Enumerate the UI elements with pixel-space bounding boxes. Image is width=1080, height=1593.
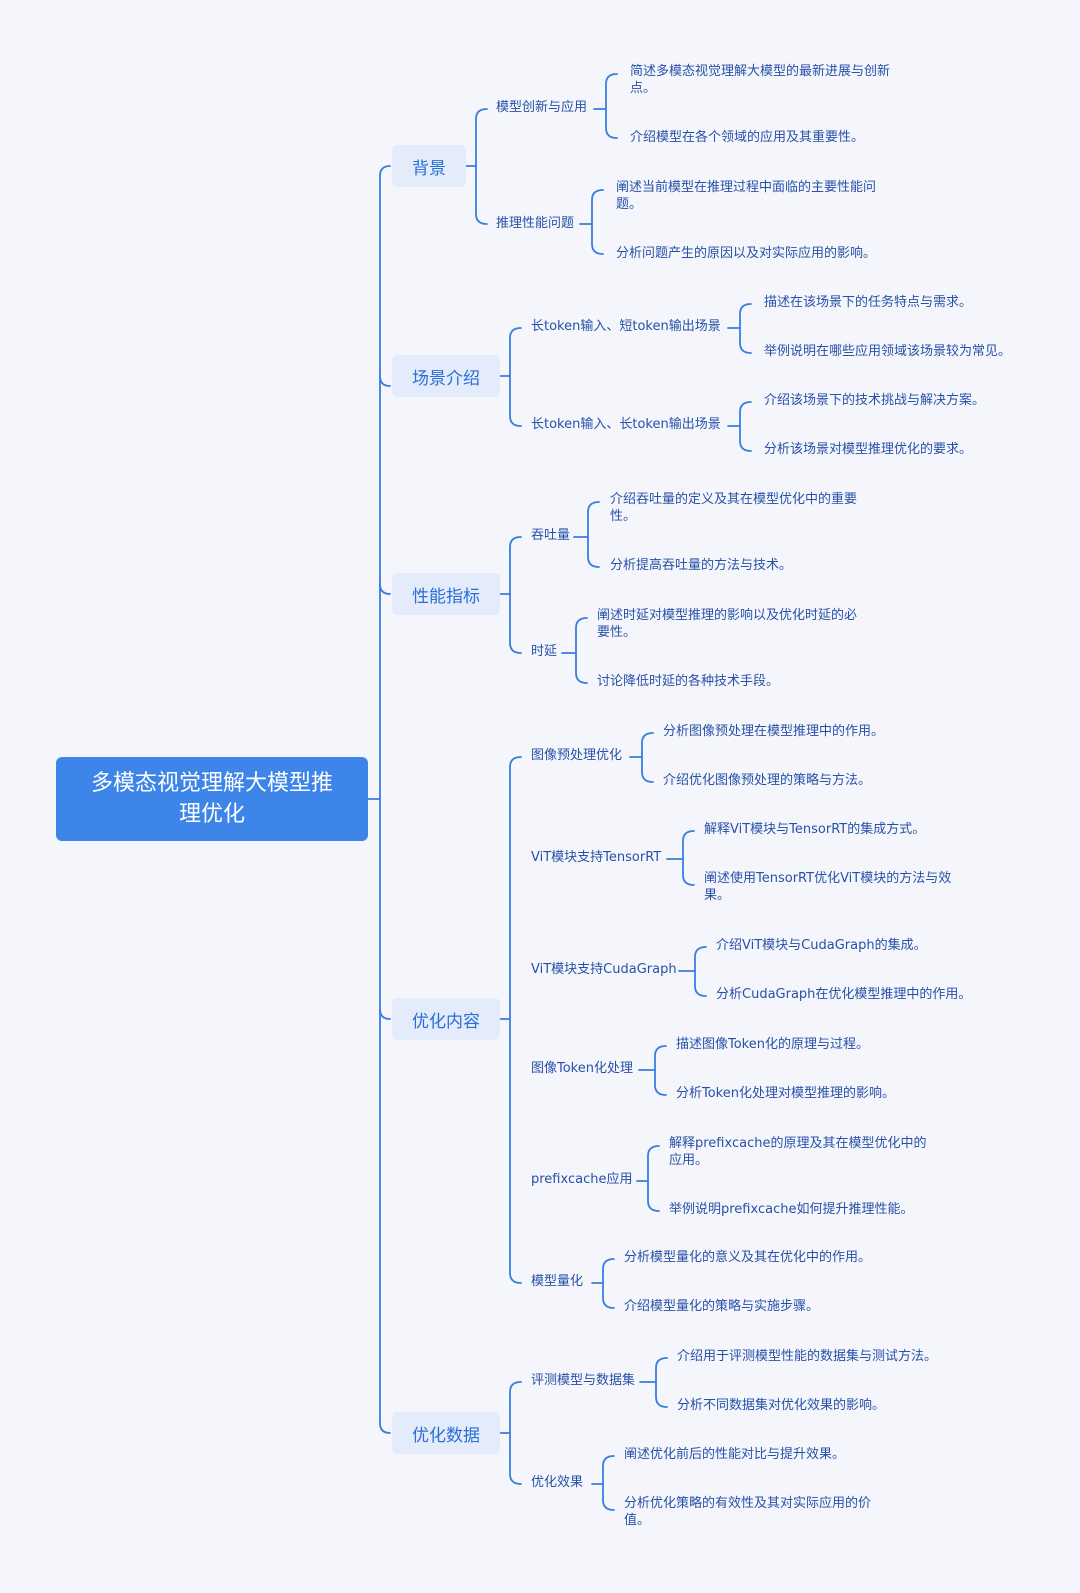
connector (379, 1008, 391, 1020)
point: 讨论降低时延的各种技术手段。 (597, 674, 780, 689)
connector (591, 189, 604, 255)
topic-image-preprocess[interactable]: 图像预处理优化 (531, 748, 623, 763)
root-title: 多模态视觉理解大模型推理优化 (90, 771, 333, 827)
point: 分析CudaGraph在优化模型推理中的作用。 (716, 987, 972, 1002)
root-node[interactable]: 多模态视觉理解大模型推理优化 (56, 757, 368, 841)
point: 分析不同数据集对优化效果的影响。 (677, 1398, 886, 1413)
point: 分析提高吞吐量的方法与技术。 (610, 558, 793, 573)
section-metrics[interactable]: 性能指标 (392, 573, 500, 615)
section-background[interactable]: 背景 (392, 145, 466, 187)
section-optimization[interactable]: 优化内容 (392, 998, 500, 1040)
topic-vit-tensorrt[interactable]: ViT模块支持TensorRT (531, 850, 662, 865)
connector (509, 536, 522, 654)
point: 阐述时延对模型推理的影响以及优化时延的必要性。 (597, 608, 858, 640)
connector (509, 327, 522, 427)
connector (694, 946, 707, 997)
connector (654, 1045, 667, 1096)
point: 解释ViT模块与TensorRT的集成方式。 (704, 822, 926, 837)
point: 分析模型量化的意义及其在优化中的作用。 (624, 1250, 872, 1265)
connector (379, 583, 391, 595)
point: 分析Token化处理对模型推理的影响。 (676, 1086, 895, 1101)
point: 阐述优化前后的性能对比与提升效果。 (624, 1447, 846, 1462)
point: 描述在该场景下的任务特点与需求。 (764, 295, 973, 310)
topic-long-short-scenario[interactable]: 长token输入、短token输出场景 (531, 319, 721, 334)
point: 分析问题产生的原因以及对实际应用的影响。 (616, 246, 877, 261)
point: 分析图像预处理在模型推理中的作用。 (663, 724, 885, 739)
connector (509, 756, 522, 1284)
point: 举例说明prefixcache如何提升推理性能。 (669, 1202, 914, 1217)
point: 分析优化策略的有效性及其对实际应用的价值。 (624, 1496, 872, 1528)
connector (475, 108, 488, 225)
point: 介绍模型量化的策略与实施步骤。 (624, 1299, 820, 1314)
point: 介绍模型在各个领域的应用及其重要性。 (630, 130, 865, 145)
topic-eval-dataset[interactable]: 评测模型与数据集 (531, 1373, 636, 1388)
connector (509, 1381, 522, 1485)
connector (739, 401, 752, 452)
connector (602, 1258, 615, 1309)
section-label: 场景介绍 (412, 368, 480, 389)
topic-model-innovation[interactable]: 模型创新与应用 (496, 100, 588, 115)
connector (379, 165, 391, 1434)
topic-image-token[interactable]: 图像Token化处理 (531, 1061, 633, 1076)
point: 简述多模态视觉理解大模型的最新进展与创新点。 (630, 64, 891, 96)
point: 介绍优化图像预处理的策略与方法。 (663, 773, 872, 788)
section-label: 优化内容 (412, 1011, 480, 1032)
connector (605, 73, 618, 139)
connector (587, 501, 600, 568)
topic-vit-cudagraph[interactable]: ViT模块支持CudaGraph (531, 962, 677, 977)
topic-quantization[interactable]: 模型量化 (531, 1274, 584, 1289)
point: 分析该场景对模型推理优化的要求。 (764, 442, 973, 457)
section-label: 优化数据 (412, 1425, 480, 1446)
section-optimization-data[interactable]: 优化数据 (392, 1412, 500, 1454)
topic-latency[interactable]: 时延 (531, 644, 558, 659)
connector (641, 732, 654, 783)
section-label: 性能指标 (412, 586, 480, 607)
topic-long-long-scenario[interactable]: 长token输入、长token输出场景 (531, 417, 721, 432)
topic-inference-performance[interactable]: 推理性能问题 (496, 216, 575, 231)
connector (682, 830, 695, 886)
topic-prefixcache[interactable]: prefixcache应用 (531, 1172, 633, 1187)
point: 描述图像Token化的原理与过程。 (676, 1037, 869, 1052)
point: 阐述当前模型在推理过程中面临的主要性能问题。 (616, 180, 877, 212)
point: 介绍ViT模块与CudaGraph的集成。 (716, 938, 927, 953)
connector (575, 617, 588, 684)
point: 介绍该场景下的技术挑战与解决方案。 (764, 393, 986, 408)
point: 举例说明在哪些应用领域该场景较为常见。 (764, 344, 1012, 359)
section-scenarios[interactable]: 场景介绍 (392, 355, 500, 397)
point: 介绍吞吐量的定义及其在模型优化中的重要性。 (610, 492, 858, 524)
connector (647, 1145, 660, 1212)
connector (602, 1455, 615, 1511)
connector (655, 1357, 668, 1408)
section-label: 背景 (412, 158, 446, 179)
connector (379, 375, 391, 387)
point: 解释prefixcache的原理及其在模型优化中的应用。 (669, 1136, 927, 1168)
point: 介绍用于评测模型性能的数据集与测试方法。 (677, 1349, 938, 1364)
connector (739, 303, 752, 354)
point: 阐述使用TensorRT优化ViT模块的方法与效果。 (704, 871, 952, 903)
topic-opt-effect[interactable]: 优化效果 (531, 1475, 584, 1490)
topic-throughput[interactable]: 吞吐量 (531, 528, 571, 543)
